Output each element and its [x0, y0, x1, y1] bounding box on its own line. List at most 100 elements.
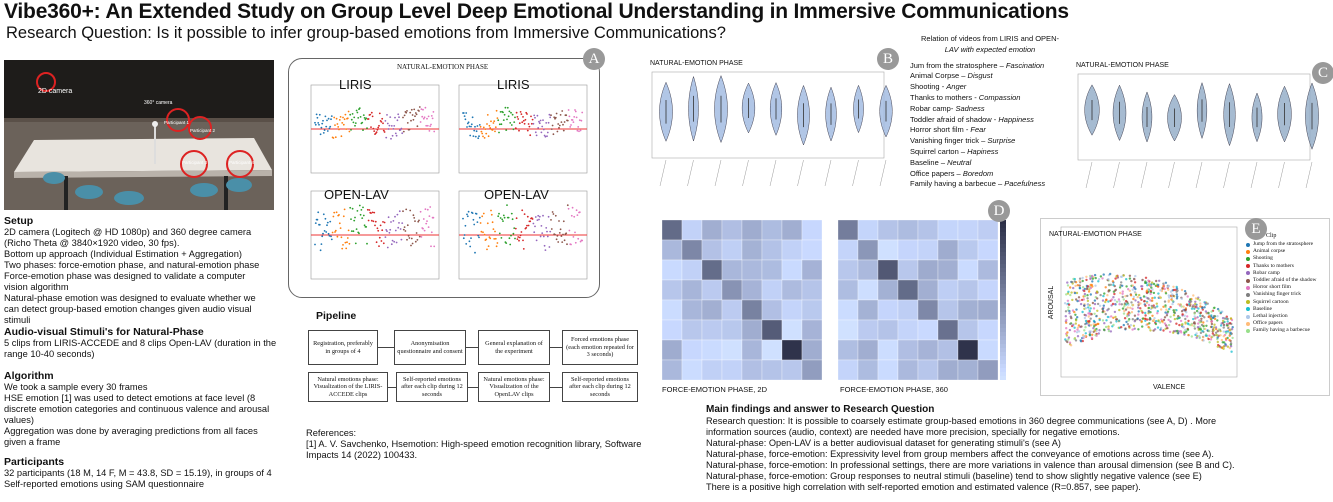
heatmap-cell [837, 259, 859, 281]
scatter-point [495, 109, 498, 112]
scatter-point [502, 111, 504, 114]
heatmap-cell [801, 299, 823, 321]
scatter-point [491, 129, 494, 131]
scatter-point [1133, 314, 1137, 317]
scatter-point [474, 135, 477, 138]
scatter-point [1176, 295, 1179, 298]
scatter-point [415, 113, 418, 116]
heatmap-cell [977, 279, 999, 301]
scatter-point [1097, 332, 1100, 335]
scatter-point [319, 249, 322, 252]
scatter-point [550, 128, 553, 130]
scatter-point [1151, 319, 1155, 322]
scatter-point [1149, 299, 1152, 302]
scatter-point [1174, 329, 1177, 333]
heatmap-cell [661, 339, 683, 361]
scatter-point [1190, 307, 1194, 310]
scatter-point [314, 222, 317, 225]
scatter-point [429, 206, 432, 208]
scatter-point [510, 212, 513, 215]
scatter-point [1115, 300, 1119, 303]
scatter-point [462, 217, 464, 220]
scatter-point [362, 114, 365, 116]
scatter-point [1089, 286, 1093, 290]
heatmap-cell [977, 359, 999, 381]
scatter-point [1168, 307, 1171, 311]
scatter-point [350, 230, 353, 233]
relation-clip: Office papers – [910, 168, 963, 178]
scatter-point [1149, 292, 1152, 296]
scatter-point [536, 114, 539, 117]
figure-a-panel [310, 84, 440, 174]
scatter-point [1127, 303, 1130, 306]
scatter-point [1078, 277, 1082, 280]
scatter-point [386, 230, 388, 233]
heatmap-cell [701, 219, 723, 241]
scatter-point [484, 128, 487, 130]
scatter-point [1088, 330, 1091, 333]
scatter-point [1085, 322, 1088, 325]
scatter-point [397, 226, 400, 229]
scatter-point [556, 235, 559, 237]
scatter-point [1076, 326, 1080, 329]
scatter-point [1067, 338, 1070, 341]
scatter-point [572, 236, 575, 238]
scatter-point [1144, 311, 1147, 315]
scatter-point [1189, 323, 1192, 327]
scatter-point [492, 122, 495, 124]
colorbar-step [1000, 280, 1006, 284]
scatter-point [1083, 292, 1087, 296]
heatmap-cell [917, 219, 939, 241]
scatter-point [561, 110, 564, 112]
scatter-point [1096, 322, 1099, 326]
scatter-point [334, 136, 337, 139]
scatter-point [570, 214, 573, 217]
scatter-point [1165, 325, 1168, 328]
colorbar-step [1000, 296, 1006, 300]
tick-label-placeholder [824, 159, 832, 187]
scatter-point [314, 243, 316, 246]
scatter-point [326, 221, 329, 224]
scatter-point [1088, 333, 1091, 336]
scatter-point [504, 106, 507, 109]
colorbar-step [1000, 260, 1006, 264]
scatter-point [420, 236, 423, 238]
scatter-point [515, 217, 518, 220]
relation-emotion: Neutral [947, 157, 972, 167]
scatter-point [1120, 281, 1123, 284]
scatter-point [1130, 311, 1134, 314]
scatter-point [1122, 298, 1125, 301]
heatmap-cell [897, 239, 919, 261]
scatter-point [498, 212, 500, 215]
heatmap-cell [977, 219, 999, 241]
heatmap-cell [741, 299, 763, 321]
relation-item: Toddler afraid of shadow - Happiness [910, 115, 1070, 126]
scatter-point [1175, 322, 1178, 325]
scatter-point [514, 127, 517, 129]
scatter-point [476, 125, 479, 127]
scatter-point [1065, 334, 1069, 337]
scatter-point [326, 224, 328, 227]
scatter-point [1081, 279, 1084, 283]
scatter-point [466, 215, 469, 218]
scatter-point [1180, 331, 1183, 334]
tick-label-placeholder [687, 159, 694, 187]
scatter-point [538, 215, 541, 218]
scatter-point [572, 121, 575, 123]
scatter-point [406, 122, 409, 124]
heatmap-cell [837, 359, 859, 381]
legend-item: Thanks to mothers [1246, 263, 1330, 270]
scatter-point [420, 108, 423, 110]
scatter-point [1134, 293, 1138, 296]
heatmap-cell [721, 339, 743, 361]
scatter-point [1198, 336, 1201, 340]
relation-item: Jum from the stratosphere – Fascination [910, 61, 1070, 72]
scatter-point [1156, 310, 1159, 313]
scatter-point [1083, 287, 1087, 291]
participants-text: 32 participants (18 M, 14 F, M = 43.8, S… [4, 468, 296, 490]
scatter-point [1109, 272, 1112, 276]
scatter-point [510, 234, 512, 237]
colorbar-step [1000, 360, 1006, 364]
heatmap-cell [897, 219, 919, 241]
scatter-point [477, 137, 480, 140]
